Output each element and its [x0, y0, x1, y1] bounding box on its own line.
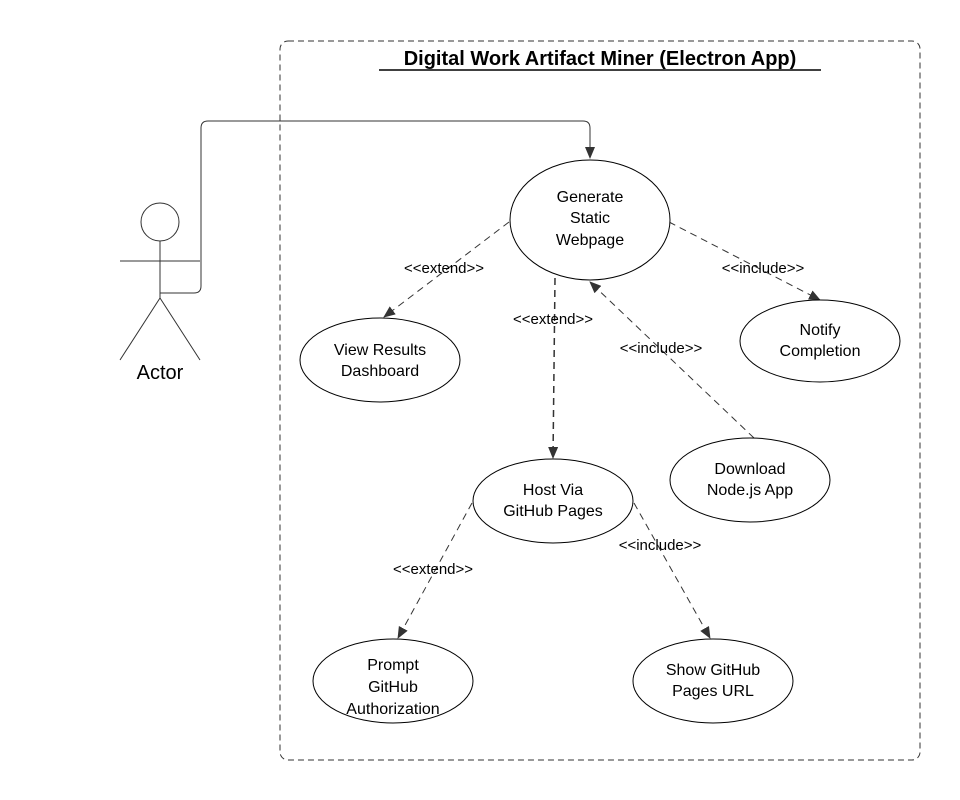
use-case-label: Notify — [800, 322, 841, 339]
relation-label-host-prompt: <<extend>> — [393, 561, 473, 578]
relation-label-gen-view: <<extend>> — [404, 260, 484, 277]
relation-line-download-gen — [589, 281, 755, 439]
use-case-view-results-dashboard: View Results Dashboard — [299, 317, 461, 403]
use-case-prompt-github-authorization: Prompt GitHub Authorization — [312, 638, 474, 724]
use-case-label: Static — [570, 210, 610, 227]
use-case-label: Webpage — [556, 232, 624, 249]
use-case-label: Generate — [557, 189, 624, 206]
use-case-label: Node.js App — [707, 482, 793, 499]
relation-line-gen-host — [548, 277, 559, 459]
relation-line-host-showurl — [633, 502, 711, 639]
relation-line-gen-view — [383, 221, 510, 318]
use-case-notify-completion: Notify Completion — [739, 299, 901, 383]
relation-label-gen-host: <<extend>> — [513, 311, 593, 328]
use-case-label: Show GitHub — [666, 662, 760, 679]
association-actor-generate — [160, 120, 595, 294]
use-case-label: Download — [714, 461, 785, 478]
relation-label-gen-notify: <<include>> — [722, 260, 805, 277]
use-case-label: Host Via — [523, 482, 583, 499]
use-case-label: GitHub — [368, 679, 418, 696]
relation-label-download-gen: <<include>> — [620, 340, 703, 357]
relation-line-host-prompt — [397, 502, 473, 639]
use-case-label: GitHub Pages — [503, 503, 603, 520]
use-case-label: Completion — [780, 343, 861, 360]
use-case-label: Prompt — [367, 657, 419, 674]
use-case-generate-static-webpage: Generate Static Webpage — [509, 159, 671, 281]
use-case-label: View Results — [334, 342, 426, 359]
system-boundary — [279, 40, 921, 761]
relation-label-host-showurl: <<include>> — [619, 537, 702, 554]
relation-line-gen-notify — [668, 221, 821, 301]
use-case-download-nodejs-app: Download Node.js App — [669, 437, 831, 523]
actor-right-leg — [159, 297, 201, 361]
actor-label: Actor — [137, 362, 184, 384]
diagram-title: Digital Work Artifact Miner (Electron Ap… — [404, 48, 797, 70]
use-case-show-github-pages-url: Show GitHub Pages URL — [632, 638, 794, 724]
use-case-host-via-github-pages: Host Via GitHub Pages — [472, 458, 634, 544]
actor-head — [140, 202, 180, 242]
use-case-label: Dashboard — [341, 363, 419, 380]
actor-left-leg — [119, 297, 161, 361]
actor-figure — [119, 202, 201, 361]
use-case-label: Authorization — [346, 701, 439, 718]
use-case-label: Pages URL — [672, 683, 754, 700]
